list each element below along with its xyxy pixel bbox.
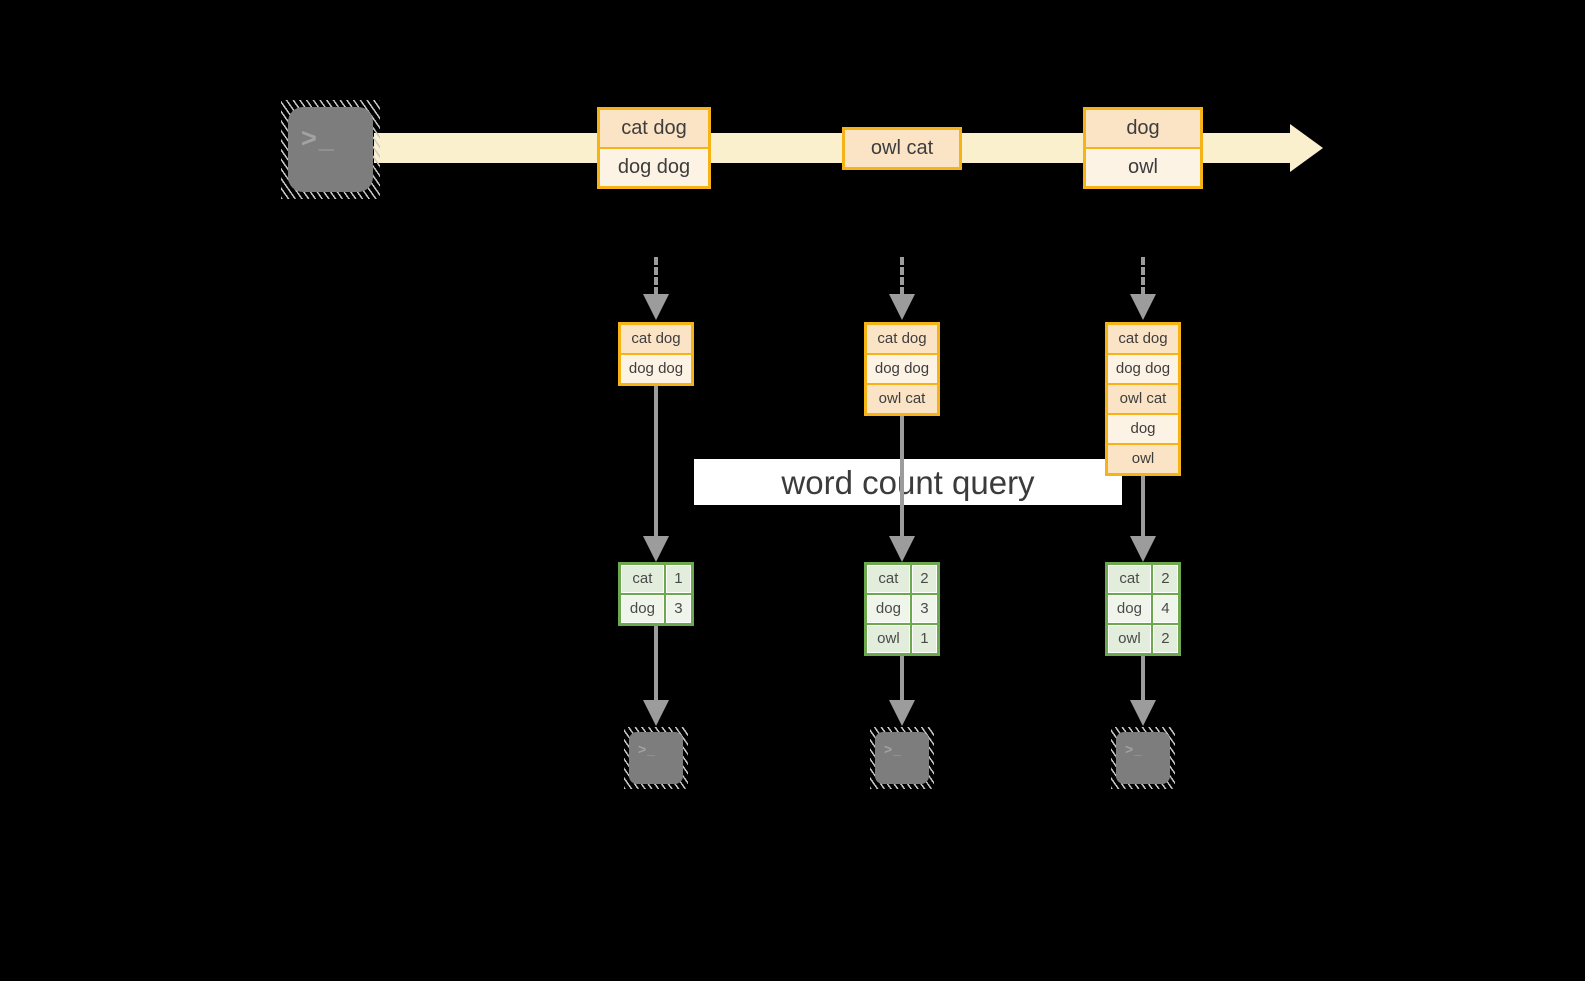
count-row: owl 2: [1108, 623, 1178, 653]
count-table-1: cat 1 dog 3: [618, 562, 694, 626]
count-table-3: cat 2 dog 4 owl 2: [1105, 562, 1181, 656]
sink-arrowhead-icon: [643, 700, 669, 726]
prompt-glyph: >_: [301, 123, 336, 153]
count-word: owl: [1108, 625, 1153, 653]
terminal-face: >_: [288, 107, 373, 192]
source-terminal-icon: >_: [281, 100, 380, 199]
event-record: owl: [1086, 147, 1200, 186]
count-word: cat: [621, 565, 666, 593]
count-value: 2: [1152, 625, 1178, 653]
sink-arrow-line: [654, 626, 658, 702]
event-record: cat dog: [600, 110, 708, 147]
count-row: cat 2: [1108, 565, 1178, 593]
count-row: owl 1: [867, 623, 937, 653]
sink-terminal-icon: >_: [1111, 727, 1175, 789]
sink-arrowhead-icon: [889, 700, 915, 726]
ingest-arrowhead-icon: [889, 294, 915, 320]
count-value: 2: [1152, 565, 1178, 593]
sink-terminal-icon: >_: [870, 727, 934, 789]
sink-terminal-icon: >_: [624, 727, 688, 789]
prompt-glyph: >_: [1125, 741, 1143, 757]
count-word: cat: [1108, 565, 1153, 593]
terminal-face: >_: [629, 732, 683, 784]
sink-arrow-line: [1141, 656, 1145, 702]
sink-arrowhead-icon: [1130, 700, 1156, 726]
count-value: 4: [1152, 595, 1178, 623]
event-record: dog dog: [600, 147, 708, 186]
event-record: owl cat: [845, 130, 959, 167]
query-arrow-line: [900, 416, 904, 538]
sink-arrow-line: [900, 656, 904, 702]
buffer-stack-2: cat dog dog dog owl cat: [864, 322, 940, 416]
buffer-stack-1: cat dog dog dog: [618, 322, 694, 386]
count-word: owl: [867, 625, 912, 653]
count-value: 1: [911, 625, 937, 653]
buffer-record: owl: [1108, 443, 1178, 473]
query-arrowhead-icon: [643, 536, 669, 562]
stream-event-2: owl cat: [842, 127, 962, 170]
count-row: dog 3: [621, 593, 691, 623]
count-word: cat: [867, 565, 912, 593]
count-row: cat 1: [621, 565, 691, 593]
count-row: cat 2: [867, 565, 937, 593]
buffer-record: cat dog: [621, 325, 691, 353]
query-arrow-line: [654, 386, 658, 538]
query-arrowhead-icon: [889, 536, 915, 562]
count-value: 1: [665, 565, 691, 593]
count-value: 3: [665, 595, 691, 623]
stream-arrowhead-icon: [1290, 124, 1323, 172]
stream-event-3: dog owl: [1083, 107, 1203, 189]
query-label: word count query: [694, 459, 1122, 505]
count-value: 2: [911, 565, 937, 593]
buffer-stack-3: cat dog dog dog owl cat dog owl: [1105, 322, 1181, 476]
ingest-arrow-line: [900, 257, 904, 295]
buffer-record: owl cat: [867, 383, 937, 413]
buffer-record: owl cat: [1108, 383, 1178, 413]
count-row: dog 4: [1108, 593, 1178, 623]
count-row: dog 3: [867, 593, 937, 623]
query-arrow-line: [1141, 476, 1145, 538]
query-arrowhead-icon: [1130, 536, 1156, 562]
count-table-2: cat 2 dog 3 owl 1: [864, 562, 940, 656]
count-word: dog: [621, 595, 666, 623]
event-record: dog: [1086, 110, 1200, 147]
buffer-record: dog dog: [1108, 353, 1178, 383]
terminal-face: >_: [1116, 732, 1170, 784]
buffer-record: dog: [1108, 413, 1178, 443]
terminal-face: >_: [875, 732, 929, 784]
ingest-arrow-line: [654, 257, 658, 295]
prompt-glyph: >_: [884, 741, 902, 757]
count-value: 3: [911, 595, 937, 623]
buffer-record: cat dog: [867, 325, 937, 353]
buffer-record: dog dog: [621, 353, 691, 383]
prompt-glyph: >_: [638, 741, 656, 757]
ingest-arrowhead-icon: [1130, 294, 1156, 320]
ingest-arrowhead-icon: [643, 294, 669, 320]
count-word: dog: [867, 595, 912, 623]
stream-event-1: cat dog dog dog: [597, 107, 711, 189]
buffer-record: cat dog: [1108, 325, 1178, 353]
buffer-record: dog dog: [867, 353, 937, 383]
ingest-arrow-line: [1141, 257, 1145, 295]
count-word: dog: [1108, 595, 1153, 623]
